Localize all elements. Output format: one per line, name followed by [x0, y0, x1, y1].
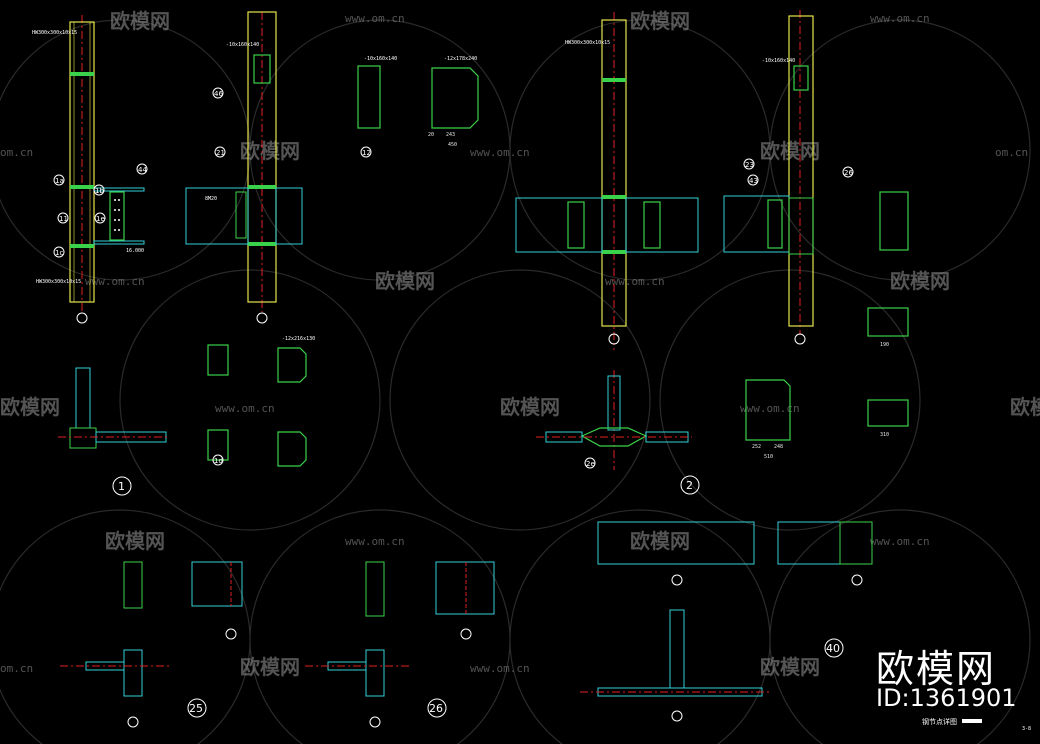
- column-label: HW300x300x10x15: [32, 30, 77, 36]
- watermark-text: 欧模网: [240, 139, 300, 163]
- detail-markers: 1 2 25 26 40: [112, 475, 844, 718]
- part-tag: 1b: [95, 187, 104, 195]
- watermark-text: 欧模网: [105, 529, 165, 553]
- grid-bubbles: [127, 574, 863, 728]
- watermark-text: 欧模网: [0, 395, 60, 419]
- watermark-text: 欧模网: [630, 529, 690, 553]
- level-label: 16.000: [126, 248, 144, 254]
- dim-text: 450: [448, 142, 457, 148]
- watermark-url: om.cn: [0, 146, 33, 159]
- plate-label: -12x216x130: [282, 336, 315, 342]
- dim-text: 190: [880, 342, 889, 348]
- watermark-url: om.cn: [995, 146, 1028, 159]
- plan-detail-2: [536, 370, 692, 470]
- detail-40: [580, 521, 873, 697]
- part-tag: 1a: [55, 177, 64, 185]
- watermark-text: 欧模网: [760, 655, 820, 679]
- watermark-text: 欧模网: [240, 655, 300, 679]
- drawing-title: 钢节点详图: [922, 718, 957, 726]
- plate-label: -10x160x140: [226, 42, 259, 48]
- part-tag: 1c: [55, 249, 63, 257]
- plate-detail-gusset: 252 248 510: [745, 379, 791, 460]
- detail-25: [60, 561, 243, 697]
- plan-detail-1: [58, 367, 170, 449]
- watermark-text: 欧模网: [630, 9, 690, 33]
- watermark-texts: 欧模网 www.om.cn 欧模网 www.om.cn om.cn 欧模网 ww…: [0, 9, 1040, 679]
- watermark-url: www.om.cn: [215, 402, 275, 415]
- brand-title: 欧模网: [876, 647, 997, 691]
- watermark-url: www.om.cn: [870, 12, 930, 25]
- plate-label: -10x160x140: [762, 58, 795, 64]
- watermark-url: www.om.cn: [740, 402, 800, 415]
- part-tag: 21: [216, 149, 225, 157]
- column-detail-c: HW300x300x10x15: [515, 12, 699, 350]
- sheet-number: 3-8: [1022, 726, 1032, 732]
- watermark-url: www.om.cn: [345, 12, 405, 25]
- bolt-label: 8M20: [205, 196, 217, 202]
- detail-number: 1: [118, 480, 125, 493]
- part-tag: 2e: [586, 460, 595, 468]
- part-tag: 1d: [214, 457, 223, 465]
- part-tag: 46: [214, 90, 223, 98]
- plate-detail-1c: [207, 344, 229, 461]
- dim-text: 248: [774, 444, 783, 450]
- dim-text: 20: [428, 132, 434, 138]
- watermark-text: 欧模网: [110, 9, 170, 33]
- column-detail-d: -10x160x140: [723, 10, 814, 345]
- part-tag: 44: [138, 166, 147, 174]
- part-tag: 1e: [96, 215, 105, 223]
- plate-detail-11: -10x160x140: [357, 56, 397, 129]
- watermark-text: 欧模网: [500, 395, 560, 419]
- detail-number: 26: [429, 702, 443, 715]
- plate-detail-1e: -12x216x130: [277, 336, 315, 467]
- watermark-url: www.om.cn: [85, 275, 145, 288]
- brand-id: ID:1361901: [876, 684, 1017, 712]
- watermark-text: 欧模网: [1010, 395, 1040, 419]
- dim-text: 310: [880, 432, 889, 438]
- column-detail-a: HW300x300x10x15 HW300x300x10x15 16.000: [32, 15, 145, 324]
- watermark-text: 欧模网: [890, 269, 950, 293]
- part-tags: 1a 1b 1c 1d 1e 2e 11 12 21 23 26 43 44 4…: [53, 87, 854, 469]
- part-tag: 43: [749, 177, 758, 185]
- plate-label: -12x178x240: [444, 56, 477, 62]
- part-tag: 23: [745, 161, 754, 169]
- watermark-url: www.om.cn: [605, 275, 665, 288]
- plate-detail-1a: -12x178x240 20 243 450: [428, 56, 479, 148]
- watermark-url: www.om.cn: [470, 146, 530, 159]
- watermark-text: 欧模网: [375, 269, 435, 293]
- watermark-url: www.om.cn: [870, 535, 930, 548]
- column-label: HW300x300x10x15: [36, 279, 81, 285]
- detail-number: 25: [189, 702, 203, 715]
- watermark-text: 欧模网: [760, 139, 820, 163]
- watermark-url: om.cn: [0, 662, 33, 675]
- column-label: HW300x300x10x15: [565, 40, 610, 46]
- watermark-url: www.om.cn: [345, 535, 405, 548]
- title-underline: [962, 719, 982, 723]
- plate-detail-right: 190 310: [867, 191, 909, 438]
- dim-text: 510: [764, 454, 773, 460]
- part-tag: 12: [362, 149, 371, 157]
- dim-text: 252: [752, 444, 761, 450]
- watermark-circles: [0, 19, 1031, 744]
- plate-label: -10x160x140: [364, 56, 397, 62]
- dim-text: 243: [446, 132, 455, 138]
- detail-number: 40: [826, 642, 840, 655]
- part-tag: 11: [59, 215, 68, 223]
- part-tag: 26: [844, 169, 853, 177]
- watermark-url: www.om.cn: [470, 662, 530, 675]
- detail-number: 2: [686, 479, 693, 492]
- detail-26: [305, 561, 495, 697]
- column-detail-b: -10x160x140 8M20: [185, 11, 303, 324]
